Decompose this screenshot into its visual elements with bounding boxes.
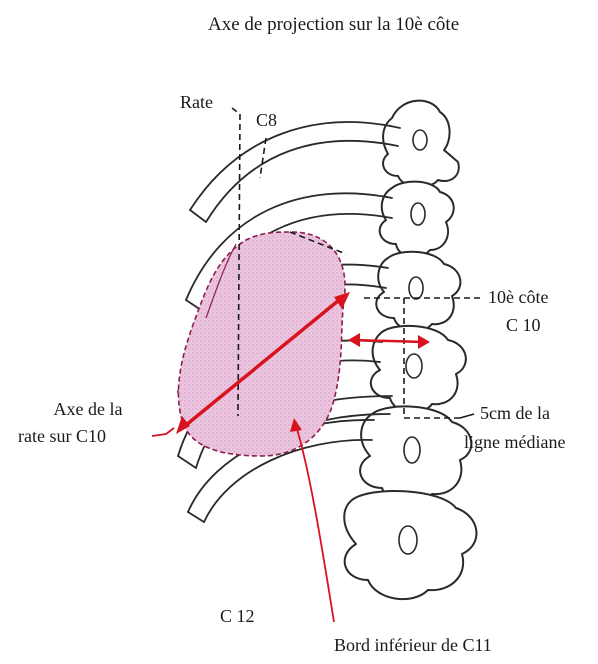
figure-title: Axe de projection sur la 10è côte	[208, 14, 459, 36]
bord-inferieur-label: Bord inférieur de C11	[334, 635, 492, 656]
midline-distance-arrow-left	[348, 333, 360, 347]
vertebral-column	[344, 101, 476, 599]
rate-label: Rate	[180, 92, 213, 113]
axe-label-leader	[152, 428, 174, 436]
axe-label-line2: rate sur C10	[18, 426, 106, 447]
distance-tick	[460, 414, 474, 418]
axe-label-line1: Axe de la	[18, 399, 158, 420]
bord-inferieur-leader	[296, 426, 334, 622]
distance-label-line2: ligne médiane	[464, 432, 565, 453]
distance-label-line1: 5cm de la	[480, 403, 550, 424]
cote10-label: 10è côte	[488, 287, 548, 308]
c10-label: C 10	[506, 315, 541, 336]
c8-label: C8	[256, 110, 277, 131]
rib-c8	[190, 122, 400, 222]
c12-label: C 12	[220, 606, 255, 627]
